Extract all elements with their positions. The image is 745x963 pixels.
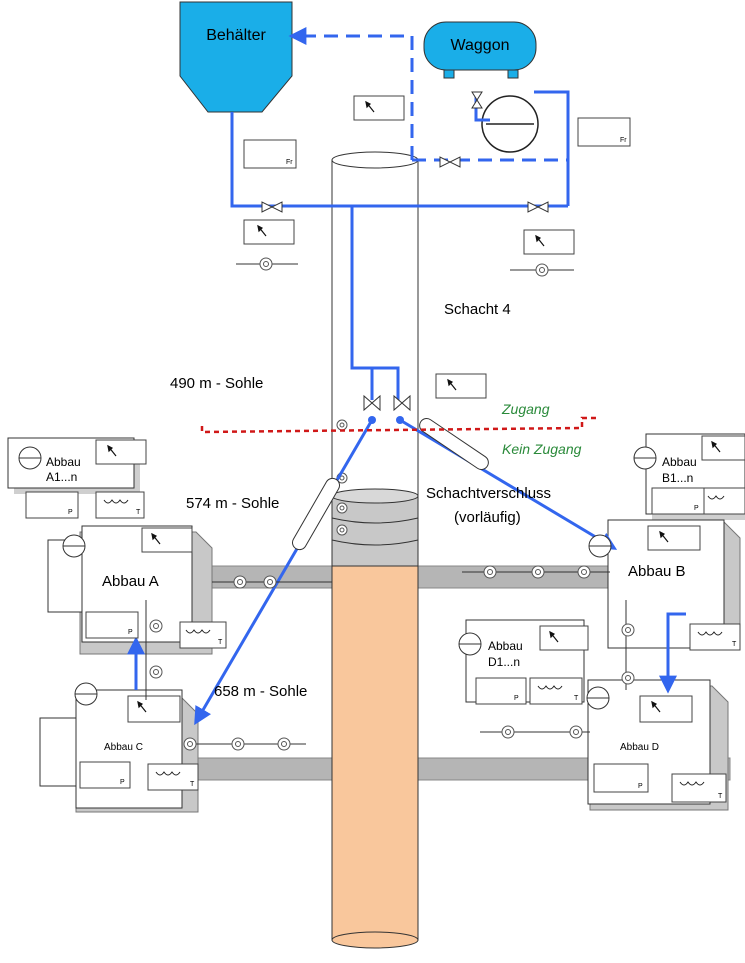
pipes	[127, 27, 686, 726]
level-574: 574 m - Sohle	[186, 495, 279, 512]
valves	[261, 91, 549, 412]
t-letter-c: T	[190, 781, 195, 788]
sensor-letters: Fr Fr P T P P T T P T P T P T	[68, 137, 737, 800]
pressure-box-a1	[25, 491, 79, 519]
temp-box-a	[179, 621, 227, 649]
access-boundary	[200, 416, 598, 434]
level-490: 490 m - Sohle	[170, 375, 263, 392]
area-c-label: Abbau C	[104, 742, 143, 753]
flow-letter-1: Fr	[286, 159, 293, 166]
area-a-label: Abbau A	[102, 573, 159, 590]
t-letter-a1: T	[136, 509, 141, 516]
wagon: Waggon	[423, 21, 537, 79]
gauge-box-3	[523, 229, 575, 255]
shaft-name: Schacht 4	[444, 301, 511, 318]
level-658: 658 m - Sohle	[214, 683, 307, 700]
pipe-to-b	[399, 418, 618, 550]
labels: Schacht 4 490 m - Sohle 574 m - Sohle 65…	[46, 301, 697, 753]
gauge-box-d1	[539, 625, 589, 651]
pipe-to-c	[194, 419, 374, 726]
temp-box-b1	[703, 487, 745, 515]
access-denied: Kein Zugang	[502, 441, 582, 457]
shaft-closure-line1: Schachtverschluss	[426, 485, 551, 502]
temp-box-b	[689, 623, 741, 651]
pipe-node-left	[368, 416, 376, 424]
gauge-box-a	[141, 527, 193, 553]
gauge-box-a1	[95, 439, 147, 465]
pipe-main	[230, 112, 568, 208]
drill-tubes	[292, 418, 489, 551]
gauge-box-1	[353, 95, 405, 121]
pipe-node-right	[396, 416, 404, 424]
sensor-rings	[149, 257, 635, 751]
pressure-box-d	[593, 763, 649, 793]
pipe-b-to-d	[659, 612, 686, 694]
flow-sensor-1	[243, 139, 297, 169]
temp-box-d	[671, 773, 727, 803]
gauge-box-b	[647, 525, 701, 551]
gauge-box-b1	[701, 435, 745, 461]
area-d-label: Abbau D	[620, 742, 659, 753]
area-a1-line2: A1...n	[46, 470, 77, 484]
flow-sensor-2	[577, 117, 631, 147]
gauge-needles	[107, 100, 721, 713]
gauge-box-2	[243, 219, 295, 245]
area-b-label: Abbau B	[628, 563, 686, 580]
temp-box-c	[147, 763, 199, 791]
pressure-box-a	[85, 611, 139, 639]
access-allowed: Zugang	[501, 401, 550, 417]
flow-letter-2: Fr	[620, 137, 627, 144]
p-letter-c: P	[120, 779, 125, 786]
area-pumps	[18, 446, 657, 710]
t-letter-b: T	[732, 641, 737, 648]
gauge-box-d	[639, 695, 693, 723]
p-letter-b1: P	[694, 505, 699, 512]
pump	[481, 95, 539, 153]
p-letter-a1: P	[68, 509, 73, 516]
area-a1-line1: Abbau	[46, 455, 81, 469]
wagon-label: Waggon	[451, 37, 510, 54]
pipe-right-riser	[534, 90, 570, 206]
pipe-shaft-down	[350, 206, 400, 400]
gauge-box-c	[127, 695, 181, 723]
pressure-box-d1	[475, 677, 527, 705]
area-d1-line2: D1...n	[488, 655, 520, 669]
p-letter-a: P	[128, 629, 133, 636]
temp-box-a1	[95, 491, 145, 519]
tank: Behälter	[179, 1, 293, 113]
shaft	[331, 151, 419, 949]
area-b1-line1: Abbau	[662, 455, 697, 469]
gauge-box-4	[435, 373, 487, 399]
p-letter-d: P	[638, 783, 643, 790]
t-letter-d: T	[718, 793, 723, 800]
temp-waves	[103, 495, 725, 786]
instruments	[25, 95, 745, 803]
t-letter-a: T	[218, 639, 223, 646]
temp-box-d1	[529, 677, 583, 705]
tank-label: Behälter	[206, 27, 266, 44]
t-letter-d1: T	[574, 695, 579, 702]
pressure-box-c	[79, 761, 131, 789]
area-d1-line1: Abbau	[488, 639, 523, 653]
pipe-dashed-top	[288, 27, 414, 160]
p-letter-d1: P	[514, 695, 519, 702]
area-b1-line2: B1...n	[662, 471, 693, 485]
shaft-closure-line2: (vorläufig)	[454, 509, 521, 526]
